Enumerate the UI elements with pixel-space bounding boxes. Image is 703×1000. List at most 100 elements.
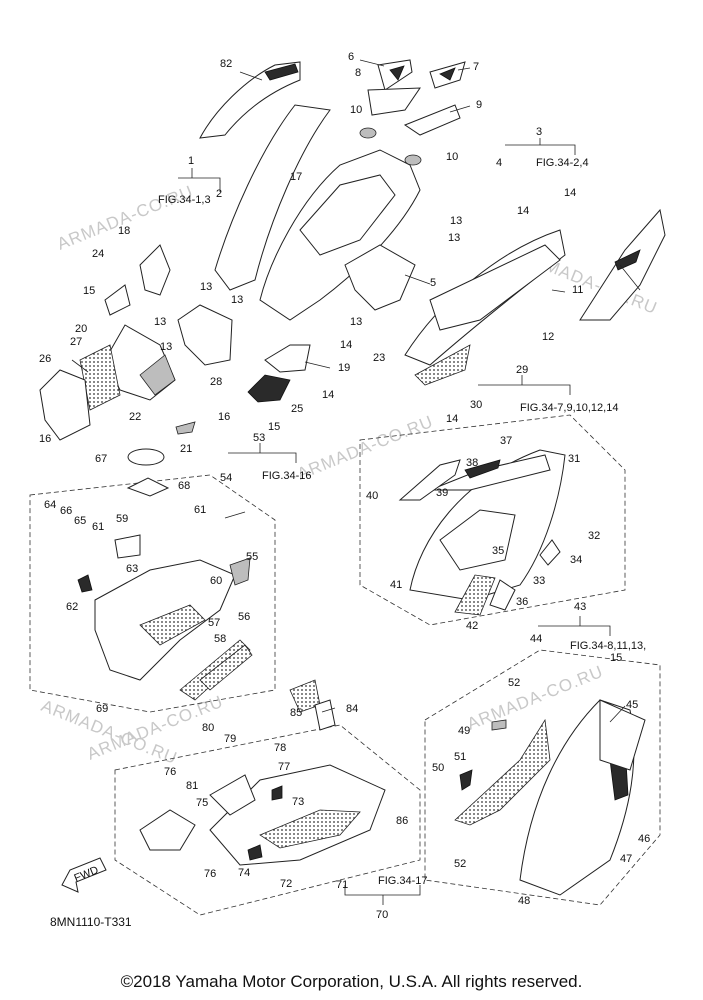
part-label: 30: [470, 399, 482, 411]
part-label: 1: [188, 155, 194, 167]
part-74: [247, 844, 263, 861]
part-4-body: [429, 244, 561, 331]
part-24: [104, 284, 131, 316]
part-8: [367, 87, 421, 116]
leader: [71, 359, 89, 373]
part-label: 84: [346, 703, 358, 715]
part-label: 79: [224, 733, 236, 745]
part-label: 17: [290, 171, 302, 183]
part-6-inner: [389, 65, 405, 81]
part-label: 13: [450, 215, 462, 227]
part-label: 78: [274, 742, 286, 754]
part-label: 13: [231, 294, 243, 306]
part-label: 21: [180, 443, 192, 455]
part-38: [464, 459, 501, 479]
part-label: 14: [564, 187, 576, 199]
part-label: 43: [574, 601, 586, 613]
part-67: [127, 448, 165, 466]
part-56: [199, 644, 253, 691]
part-label: 58: [214, 633, 226, 645]
part-59: [114, 534, 141, 559]
copyright-notice: ©2018 Yamaha Motor Corporation, U.S.A. A…: [120, 972, 583, 991]
part-82: [199, 61, 301, 139]
part-label: 10: [350, 104, 362, 116]
fig-ref: FIG.34-7,9,10,12,14: [520, 402, 618, 414]
part-77: [271, 785, 283, 801]
part-label: 65: [74, 515, 86, 527]
part-label: 73: [292, 796, 304, 808]
part-82-stripe: [264, 63, 299, 81]
part-label: 36: [516, 596, 528, 608]
part-label: 24: [92, 248, 104, 260]
part-label: 3: [536, 126, 542, 138]
part-10-bottom: [404, 154, 422, 166]
part-label: 27: [70, 336, 82, 348]
part-label: 61: [92, 521, 104, 533]
leader: [239, 71, 263, 81]
part-18: [139, 244, 171, 296]
part-label: 25: [291, 403, 303, 415]
part-5: [344, 244, 416, 311]
part-label: 41: [390, 579, 402, 591]
part-73: [259, 809, 361, 849]
assembly-box-70: [114, 724, 421, 916]
part-label: 57: [208, 617, 220, 629]
assembly-box-43: [424, 649, 661, 906]
part-42: [454, 574, 496, 616]
part-label: 82: [220, 58, 232, 70]
part-68: [126, 477, 170, 497]
part-label: 11: [572, 284, 583, 296]
part-label: 54: [220, 472, 232, 484]
part-label: 22: [129, 411, 141, 423]
watermark: ARMADA-CO.RU: [54, 182, 196, 254]
part-label: 60: [210, 575, 222, 587]
part-label: 13: [350, 316, 362, 328]
part-label: 63: [126, 563, 138, 575]
part-label: 48: [518, 895, 530, 907]
part-label: 16: [39, 433, 51, 445]
leader: [609, 705, 626, 723]
part-label: 4: [496, 157, 502, 169]
leader: [359, 59, 385, 67]
diagram-code: 8MN1110-T331: [50, 915, 132, 929]
figure-references: FIG.34-1,3 FIG.34-2,4 FIG.34-7,9,10,12,1…: [158, 157, 646, 887]
part-4-vent: [414, 344, 471, 386]
fig-ref: FIG.34-17: [378, 875, 428, 887]
assembly-box-29: [359, 414, 626, 626]
part-label: 9: [476, 99, 482, 111]
part-2: [214, 104, 331, 291]
fig-ref: FIG.34-1,3: [158, 194, 211, 206]
part-label: 70: [376, 909, 388, 921]
part-71: [209, 764, 386, 866]
part-label: 33: [533, 575, 545, 587]
part-label: 61: [194, 504, 206, 516]
part-label: 85: [290, 707, 302, 719]
part-label: 37: [500, 435, 512, 447]
part-20-inner: [139, 354, 176, 396]
part-label: 8: [355, 67, 361, 79]
fig-ref: FIG.34-8,11,13,: [570, 640, 646, 652]
assembly-brackets: [178, 138, 611, 905]
part-label: 51: [454, 751, 466, 763]
part-label: 14: [517, 205, 529, 217]
bracket-70: [344, 885, 421, 896]
leader: [449, 105, 471, 113]
part-label: 38: [466, 457, 478, 469]
part-label: 44: [530, 633, 542, 645]
part-21: [175, 421, 196, 435]
part-34: [539, 539, 561, 566]
part-label: 81: [186, 780, 198, 792]
part-45: [599, 699, 646, 771]
part-label: 55: [246, 551, 258, 563]
bracket-43: [538, 625, 611, 636]
part-label: 13: [448, 232, 460, 244]
part-label: 18: [118, 225, 130, 237]
part-76-left: [139, 809, 196, 851]
leader: [224, 511, 246, 519]
part-number-labels: 82 6 8 7 10 9 1 2 10 3 4 17 14 14 13 18 …: [39, 51, 650, 921]
part-17-inner: [299, 174, 396, 256]
part-label: 14: [340, 339, 352, 351]
part-label: 34: [570, 554, 582, 566]
part-36: [489, 579, 516, 611]
